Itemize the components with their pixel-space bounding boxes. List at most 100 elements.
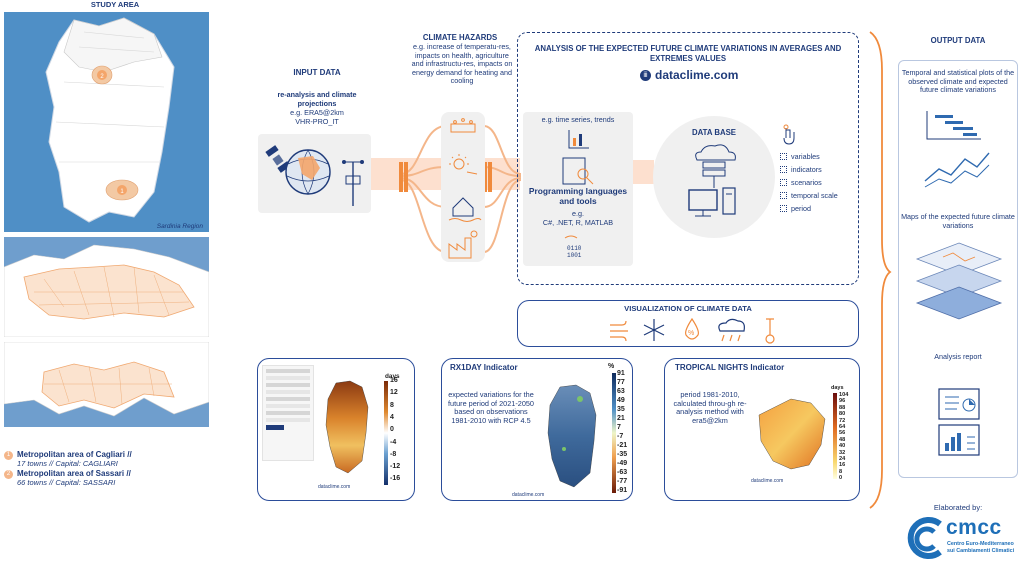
rx1day-tick-label: -21 bbox=[617, 442, 628, 449]
db-item-temporal-scale: temporal scale bbox=[780, 189, 838, 202]
legend-num-2: 2 bbox=[4, 470, 13, 479]
output-panel: Temporal and statistical plots of the ob… bbox=[898, 60, 1018, 478]
dashboard-colorbar bbox=[384, 381, 388, 485]
dashboard-tick-label: -8 bbox=[390, 450, 397, 458]
rx1day-tick-label: 35 bbox=[617, 406, 625, 413]
climate-hazards-detail: e.g. increase of temperatu-res, impacts … bbox=[411, 42, 513, 86]
dashboard-tick-label: -16 bbox=[390, 475, 401, 483]
rx1day-tick-label: -35 bbox=[617, 451, 628, 458]
legend-detail-sassari: 66 towns // Capital: SASSARI bbox=[17, 478, 116, 487]
wind-icon bbox=[610, 320, 628, 342]
db-item-indicators: indicators bbox=[780, 163, 838, 176]
visualization-icons: % bbox=[610, 317, 775, 344]
cagliari-map bbox=[4, 342, 209, 427]
dashboard-unit: days bbox=[385, 373, 400, 380]
tropical-tick-label: 64 bbox=[839, 424, 846, 430]
rx1day-tick-label: -63 bbox=[617, 469, 628, 476]
rx1day-tick-label: -91 bbox=[617, 487, 628, 494]
chart-tools-icon bbox=[562, 130, 594, 185]
legend-num-1: 1 bbox=[4, 451, 13, 460]
db-item-period: period bbox=[780, 202, 838, 215]
tropical-tick-label: 32 bbox=[839, 449, 846, 456]
visualization-title: VISUALIZATION OF CLIMATE DATA bbox=[624, 304, 752, 313]
tropical-title: TROPICAL NIGHTS Indicator bbox=[675, 363, 785, 372]
tropical-tick-label: 48 bbox=[839, 436, 846, 443]
tropical-tick-label: 72 bbox=[839, 417, 846, 424]
rx1day-tick-label: 21 bbox=[617, 415, 625, 422]
input-data-title: INPUT DATA bbox=[293, 68, 341, 77]
report-icon bbox=[938, 388, 980, 456]
tropical-tick-label: 88 bbox=[839, 404, 846, 411]
legend-name-cagliari: Metropolitan area of Cagliari // bbox=[17, 450, 132, 459]
input-data-box bbox=[258, 134, 371, 213]
rx1day-tick-label: 63 bbox=[617, 388, 625, 395]
tropical-tick-label: 56 bbox=[839, 430, 846, 437]
rx1day-tick-label: 77 bbox=[617, 379, 625, 386]
cmcc-org-line1: Centro Euro-Mediterraneo bbox=[947, 541, 1014, 547]
dashboard-tick-label: 8 bbox=[390, 401, 394, 409]
marker-1 bbox=[117, 185, 127, 195]
touch-icon bbox=[783, 124, 795, 145]
flow-band-tools bbox=[630, 160, 654, 184]
svg-text:%: % bbox=[688, 330, 694, 337]
cmcc-wordmark: cmcc bbox=[946, 516, 1002, 539]
db-item-variables: variables bbox=[780, 150, 838, 163]
tropical-unit: days bbox=[831, 385, 844, 391]
sardinia-map: 2 1 Sardinia Region bbox=[4, 12, 209, 232]
analysis-frame bbox=[517, 32, 859, 285]
rx1day-unit: % bbox=[608, 363, 615, 370]
svg-text:1001: 1001 bbox=[567, 252, 582, 259]
tropical-colorbar bbox=[833, 393, 837, 479]
tropical-tick-label: 40 bbox=[839, 443, 846, 450]
legend-name-sassari: Metropolitan area of Sassari // bbox=[17, 469, 131, 478]
output-item-report: Analysis report bbox=[934, 352, 982, 361]
rx1day-description: expected variations for the future perio… bbox=[447, 390, 534, 425]
heat-icon bbox=[450, 118, 476, 133]
cmcc-logo: cmcc Centro Euro-Mediterraneo sui Cambia… bbox=[900, 516, 1022, 560]
db-item-scenarios: scenarios bbox=[780, 176, 838, 189]
rx1day-tick-label: 7 bbox=[617, 424, 621, 431]
tropical-tick-label: 16 bbox=[839, 462, 846, 469]
globe-icon bbox=[285, 149, 331, 195]
output-item-plots: Temporal and statistical plots of the ob… bbox=[901, 68, 1015, 95]
flood-house-icon bbox=[448, 197, 482, 222]
dataclime-icon: ⅲ bbox=[640, 69, 651, 81]
legend-detail-cagliari: 17 towns // Capital: CAGLIARI bbox=[17, 459, 118, 468]
output-title: OUTPUT DATA bbox=[930, 36, 986, 45]
tropical-card: TROPICAL NIGHTS Indicator period 1981-20… bbox=[664, 358, 860, 501]
visualization-card: VISUALIZATION OF CLIMATE DATA % bbox=[517, 300, 859, 347]
dataclime-brand: dataclime.com bbox=[655, 68, 739, 82]
humidity-icon: % bbox=[685, 317, 699, 340]
thermometer-icon bbox=[765, 318, 775, 344]
factory-icon bbox=[448, 230, 478, 259]
hazards-box bbox=[441, 112, 485, 262]
tools-title: Programming languages and tools bbox=[528, 186, 628, 206]
rx1day-title: RX1DAY Indicator bbox=[450, 363, 518, 372]
dataclime-logo: ⅲ dataclime.com bbox=[640, 68, 738, 82]
input-data-subtitle: re-analysis and climate projections bbox=[277, 90, 357, 108]
tropical-map bbox=[758, 398, 826, 470]
flow-lines bbox=[399, 125, 521, 253]
tropical-description: period 1981-2010, calculated throu-gh re… bbox=[673, 390, 747, 425]
credits-label: Elaborated by: bbox=[933, 503, 983, 512]
marker-1-label: 1 bbox=[120, 189, 124, 195]
tools-example-label: e.g. bbox=[572, 209, 584, 218]
dashboard-tick-label: 0 bbox=[390, 426, 394, 434]
snowflake-icon bbox=[643, 319, 665, 341]
map-layers-icon bbox=[915, 242, 1003, 320]
dashboard-tick-label: 12 bbox=[390, 389, 398, 397]
study-area-title: STUDY AREA bbox=[90, 0, 140, 9]
rx1day-brand: dataclime.com bbox=[512, 492, 545, 498]
svg-text:0110: 0110 bbox=[567, 245, 582, 252]
code-icon: 0110 1001 bbox=[564, 235, 582, 259]
tools-example-top: e.g. time series, trends bbox=[541, 115, 615, 124]
dashboard-tick-label: -12 bbox=[390, 463, 401, 471]
legend-item-sassari: 2 Metropolitan area of Sassari // 66 tow… bbox=[4, 469, 214, 487]
rx1day-colorbar bbox=[612, 373, 616, 493]
rx1day-tick-label: -7 bbox=[617, 433, 624, 440]
sun-field-icon bbox=[449, 154, 478, 175]
analysis-title: ANALYSIS OF THE EXPECTED FUTURE CLIMATE … bbox=[534, 44, 842, 63]
sassari-map bbox=[4, 237, 209, 337]
